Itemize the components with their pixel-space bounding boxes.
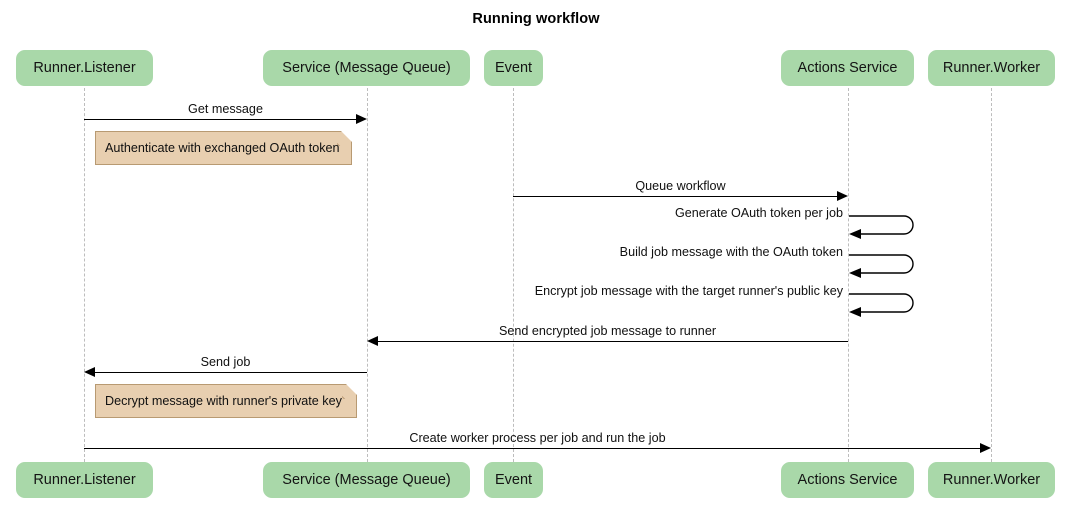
selfmessage-label-generate-oauth-token: Generate OAuth token per job (674, 206, 843, 220)
participant-runner-listener-top[interactable]: Runner.Listener (16, 50, 153, 86)
participant-runner-listener-bottom[interactable]: Runner.Listener (16, 462, 153, 498)
selfmessage-label-build-job-message: Build job message with the OAuth token (619, 245, 843, 259)
lifeline-runner-listener (84, 88, 85, 462)
message-arrowhead-create-worker (980, 443, 991, 453)
selfmessage-loop-build-job-message (848, 248, 926, 284)
message-arrowhead-send-job (84, 367, 95, 377)
selfmessage-label-encrypt-job-message: Encrypt job message with the target runn… (534, 284, 843, 298)
participant-service-mq-bottom[interactable]: Service (Message Queue) (263, 462, 470, 498)
message-label-get-message: Get message (188, 102, 263, 116)
message-arrowhead-queue-workflow (837, 191, 848, 201)
note-decrypt-text: Decrypt message with runner's private ke… (105, 394, 342, 408)
participant-event-bottom[interactable]: Event (484, 462, 543, 498)
message-label-send-job: Send job (200, 355, 251, 369)
message-label-send-encrypted-job: Send encrypted job message to runner (498, 324, 717, 338)
message-line-get-message (84, 119, 356, 120)
participant-actions-service-bottom[interactable]: Actions Service (781, 462, 914, 498)
note-fold-edge-icon (337, 131, 352, 146)
participant-actions-service-top[interactable]: Actions Service (781, 50, 914, 86)
page-title: Running workflow (472, 11, 600, 27)
lifeline-runner-worker (991, 88, 992, 462)
participant-event-top[interactable]: Event (484, 50, 543, 86)
lifeline-event (513, 88, 514, 462)
selfmessage-loop-encrypt-job-message (848, 287, 926, 323)
participant-service-mq-top[interactable]: Service (Message Queue) (263, 50, 470, 86)
message-line-create-worker (84, 448, 980, 449)
note-authenticate: Authenticate with exchanged OAuth token (95, 131, 352, 165)
message-line-queue-workflow (513, 196, 837, 197)
note-authenticate-text: Authenticate with exchanged OAuth token (105, 141, 340, 155)
message-label-create-worker: Create worker process per job and run th… (409, 431, 666, 445)
message-line-send-encrypted-job (378, 341, 848, 342)
note-decrypt: Decrypt message with runner's private ke… (95, 384, 357, 418)
note-fold-edge-icon (342, 384, 357, 399)
message-arrowhead-send-encrypted-job (367, 336, 378, 346)
selfmessage-loop-generate-oauth-token (848, 209, 926, 245)
message-line-send-job (95, 372, 367, 373)
lifeline-actions-service (848, 88, 849, 462)
message-arrowhead-get-message (356, 114, 367, 124)
message-label-queue-workflow: Queue workflow (635, 179, 726, 193)
participant-runner-worker-top[interactable]: Runner.Worker (928, 50, 1055, 86)
lifeline-service-mq (367, 88, 368, 462)
participant-runner-worker-bottom[interactable]: Runner.Worker (928, 462, 1055, 498)
